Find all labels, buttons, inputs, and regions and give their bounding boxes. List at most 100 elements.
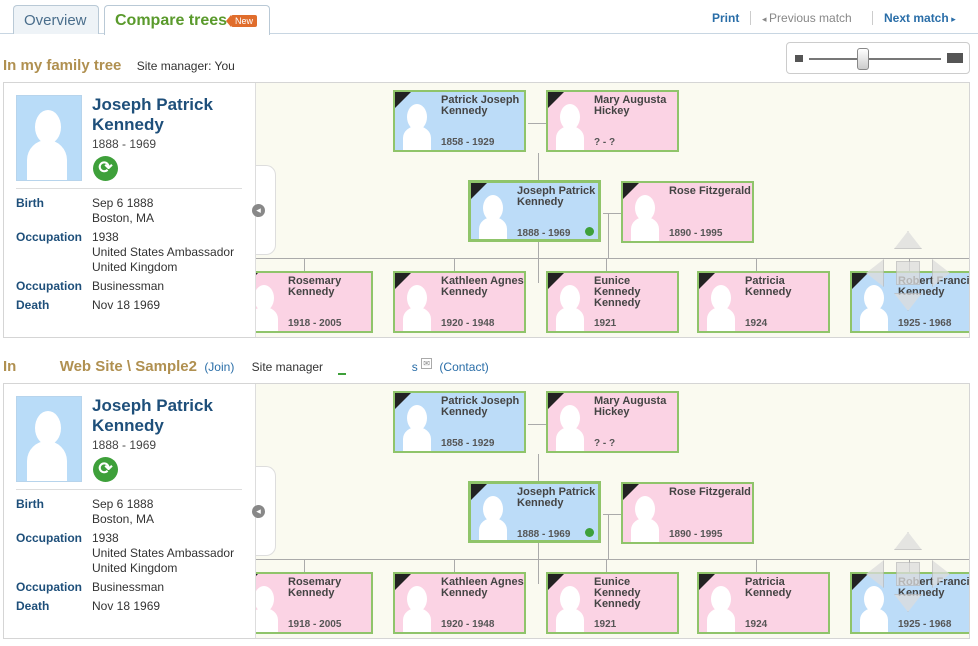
fact-label: Birth [16,497,44,511]
person-node[interactable]: Rose Fitzgerald 1890 - 1995 [621,482,754,544]
pan-up-icon[interactable] [894,532,922,550]
section-header-other-tree: In Web Site \ Sample2 (Join) Site manage… [3,358,489,375]
person-node[interactable]: Mary Augusta Hickey ? - ? [546,90,679,152]
home-icon[interactable] [896,562,920,586]
previous-match-link[interactable]: ◂ Previous match [762,11,852,25]
tab-overview[interactable]: Overview [13,5,99,34]
pan-right-icon[interactable] [932,560,950,588]
deceased-ribbon-icon [623,484,639,500]
person-node[interactable]: Joseph Patrick Kennedy 1888 - 1969 [468,481,601,543]
tree-panel-2: Patrick Joseph Kennedy 1858 - 1929 Mary … [3,383,970,639]
person-details-card: Joseph Patrick Kennedy 1888 - 1969 ⟳ Bir… [4,384,256,639]
pan-right-icon[interactable] [932,259,950,287]
next-match-link[interactable]: Next match ▸ [884,11,956,25]
message-icon[interactable]: ✉ [421,358,432,369]
person-details-card: Joseph Patrick Kennedy 1888 - 1969 ⟳ Bir… [4,83,256,338]
contact-link[interactable]: (Contact) [439,360,488,374]
divider [16,188,242,189]
person-node[interactable]: Rosemary Kennedy 1918 - 2005 [240,572,373,634]
zoom-track[interactable] [809,58,941,60]
fact-label: Birth [16,196,44,210]
silhouette-icon [705,586,735,630]
refresh-icon[interactable]: ⟳ [93,156,118,181]
zoom-in-icon[interactable] [947,53,963,63]
online-indicator [338,373,346,375]
match-icon [585,528,594,537]
fact-value: 1938 United States Ambassador United Kin… [92,531,252,576]
pan-control[interactable] [864,229,954,319]
person-node[interactable]: Mary Augusta Hickey ? - ? [546,391,679,453]
person-node[interactable]: Joseph Patrick Kennedy 1888 - 1969 [468,180,601,242]
person-node[interactable]: Eunice Kennedy Kennedy 1921 [546,572,679,634]
silhouette-icon [554,586,584,630]
fact-value: Nov 18 1969 [92,599,252,614]
pan-up-icon[interactable] [894,231,922,249]
person-node[interactable]: Patricia Kennedy 1924 [697,572,830,634]
deceased-ribbon-icon [471,183,487,199]
person-node[interactable]: Kathleen Agnes Kennedy 1920 - 1948 [393,271,526,333]
person-node[interactable]: Patrick Joseph Kennedy 1858 - 1929 [393,391,526,453]
chevron-left-icon: ◂ [762,14,769,24]
connector-line [608,213,609,258]
join-link[interactable]: (Join) [204,360,234,374]
pan-down-icon[interactable] [894,293,922,311]
person-node[interactable]: Kathleen Agnes Kennedy 1920 - 1948 [393,572,526,634]
zoom-handle[interactable] [857,48,869,70]
silhouette-icon [401,104,431,148]
pan-down-icon[interactable] [894,594,922,612]
person-photo [16,95,82,181]
silhouette-icon [554,405,584,449]
collapse-panel-button[interactable]: ◂ [256,165,276,255]
chevron-left-icon: ◂ [252,204,265,217]
person-node[interactable]: Rose Fitzgerald 1890 - 1995 [621,181,754,243]
print-link[interactable]: Print [712,11,739,25]
fact-value: Businessman [92,580,252,595]
deceased-ribbon-icon [548,273,564,289]
person-node[interactable]: Patricia Kennedy 1924 [697,271,830,333]
silhouette-icon [629,496,659,540]
collapse-panel-button[interactable]: ◂ [256,466,276,556]
person-name[interactable]: Joseph Patrick Kennedy [92,396,252,436]
connector-line [538,153,539,173]
connector-line [538,454,539,474]
fact-label: Occupation [16,230,82,244]
deceased-ribbon-icon [395,393,411,409]
fact-label: Occupation [16,531,82,545]
tree-panel-1: Patrick Joseph Kennedy 1858 - 1929 Mary … [3,82,970,338]
fact-value: 1938 United States Ambassador United Kin… [92,230,252,275]
connector-line [603,514,623,515]
fact-value: Sep 6 1888 Boston, MA [92,497,252,527]
silhouette-icon [705,285,735,329]
silhouette-icon [401,405,431,449]
person-years: 1888 - 1969 [92,438,156,452]
match-icon [585,227,594,236]
chevron-right-icon: ▸ [949,14,956,24]
silhouette-icon [477,496,507,540]
person-node[interactable]: Patrick Joseph Kennedy 1858 - 1929 [393,90,526,152]
silhouette-icon [477,195,507,239]
zoom-slider[interactable] [786,42,970,74]
person-years: 1888 - 1969 [92,137,156,151]
section-header-my-tree: In my family tree Site manager: You [3,57,235,74]
zoom-out-icon[interactable] [795,55,803,62]
pan-left-icon[interactable] [866,560,884,588]
silhouette-icon [401,285,431,329]
person-node[interactable]: Rosemary Kennedy 1918 - 2005 [240,271,373,333]
pan-left-icon[interactable] [866,259,884,287]
fact-label: Death [16,298,49,312]
home-icon[interactable] [896,261,920,285]
tab-compare-trees[interactable]: Compare treesNew [104,5,270,35]
deceased-ribbon-icon [548,574,564,590]
deceased-ribbon-icon [395,574,411,590]
deceased-ribbon-icon [699,574,715,590]
deceased-ribbon-icon [548,393,564,409]
refresh-icon[interactable]: ⟳ [93,457,118,482]
deceased-ribbon-icon [548,92,564,108]
deceased-ribbon-icon [471,484,487,500]
person-name[interactable]: Joseph Patrick Kennedy [92,95,252,135]
pan-control[interactable] [864,530,954,620]
person-node[interactable]: Eunice Kennedy Kennedy 1921 [546,271,679,333]
nav-separator [750,11,751,25]
person-photo [16,396,82,482]
connector-line [603,213,623,214]
